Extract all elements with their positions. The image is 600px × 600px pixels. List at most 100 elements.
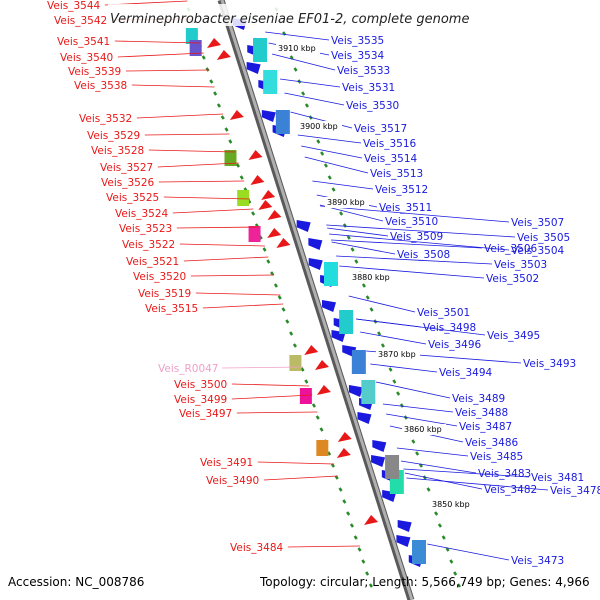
gene-block[interactable] (263, 70, 278, 94)
gene-label[interactable]: Veis_3534 (331, 50, 385, 62)
gene-arrow[interactable] (267, 210, 282, 220)
gene-block[interactable] (189, 40, 202, 56)
gene-label[interactable]: Veis_3517 (354, 123, 407, 135)
gene-label[interactable]: Veis_3503 (494, 259, 547, 271)
gene-block[interactable] (248, 226, 261, 242)
gene-label[interactable]: Veis_3488 (455, 407, 508, 419)
gene-label[interactable]: Veis_3525 (106, 192, 159, 204)
gene-label[interactable]: Veis_3494 (439, 367, 493, 379)
gene-block[interactable] (351, 350, 366, 374)
gene-arrow[interactable] (229, 110, 244, 120)
gene-label[interactable]: Veis_3519 (138, 288, 191, 300)
gene-label[interactable]: Veis_3521 (126, 256, 179, 268)
gene-label[interactable]: Veis_3484 (230, 542, 284, 554)
gene-label[interactable]: Veis_3541 (57, 36, 110, 48)
gene-block[interactable] (299, 388, 312, 404)
gene-label[interactable]: Veis_3511 (379, 202, 432, 214)
gene-label[interactable]: Veis_3527 (100, 162, 153, 174)
gene-arrow[interactable] (304, 345, 319, 355)
gene-label[interactable]: Veis_3512 (375, 184, 428, 196)
gene-label[interactable]: Veis_3473 (511, 555, 564, 567)
gene-label[interactable]: Veis_3515 (145, 303, 198, 315)
gene-label[interactable]: Veis_3497 (179, 408, 232, 420)
gene-label[interactable]: Veis_3529 (87, 130, 140, 142)
gene-label[interactable]: Veis_3531 (342, 82, 395, 94)
gene-arrow[interactable] (322, 300, 336, 312)
gene-label[interactable]: Veis_3538 (74, 80, 127, 92)
gene-arrow[interactable] (364, 515, 379, 525)
gene-label[interactable]: Veis_3502 (486, 273, 539, 285)
gene-block[interactable] (237, 190, 250, 206)
gene-label[interactable]: Veis_3504 (511, 245, 565, 257)
gene-arrow[interactable] (267, 228, 282, 238)
gene-arrow[interactable] (258, 200, 273, 210)
gene-label[interactable]: Veis_3533 (337, 65, 390, 77)
gene-label[interactable]: Veis_3482 (484, 484, 537, 496)
gene-label[interactable]: Veis_3498 (423, 322, 476, 334)
gene-block[interactable] (253, 38, 268, 62)
gene-arrow[interactable] (261, 190, 276, 200)
gene-label[interactable]: Veis_3506 (484, 243, 538, 255)
gene-label[interactable]: Veis_3489 (452, 393, 505, 405)
gene-arrow[interactable] (308, 238, 323, 250)
gene-label[interactable]: Veis_3542 (54, 15, 107, 27)
gene-label[interactable]: Veis_3491 (200, 457, 253, 469)
gene-label[interactable]: Veis_3508 (397, 249, 450, 261)
gene-block[interactable] (412, 540, 426, 564)
gene-label[interactable]: Veis_3514 (364, 153, 418, 165)
gene-label[interactable]: Veis_3532 (79, 113, 132, 125)
gene-arrow[interactable] (372, 440, 387, 452)
gene-arrow[interactable] (248, 150, 263, 160)
gene-block[interactable] (275, 110, 290, 134)
gene-label[interactable]: Veis_3487 (459, 421, 512, 433)
gene-label[interactable]: Veis_3509 (390, 231, 443, 243)
gene-arrow[interactable] (396, 535, 411, 547)
gene-arrow[interactable] (246, 62, 261, 74)
gene-label[interactable]: Veis_3485 (470, 451, 523, 463)
gene-label[interactable]: Veis_3539 (68, 66, 121, 78)
gene-block[interactable] (323, 262, 338, 286)
gene-block[interactable] (361, 380, 376, 404)
gene-label[interactable]: Veis_3483 (478, 468, 531, 480)
gene-label[interactable]: Veis_3490 (206, 475, 259, 487)
gene-arrow[interactable] (261, 110, 276, 122)
gene-label[interactable]: Veis_3510 (385, 216, 438, 228)
gene-label[interactable]: Veis_3493 (523, 358, 576, 370)
gene-arrow[interactable] (308, 258, 323, 270)
gene-arrow[interactable] (371, 455, 386, 467)
gene-label[interactable]: Veis_3500 (174, 379, 227, 391)
gene-label[interactable]: Veis_3507 (511, 217, 564, 229)
gene-label[interactable]: Veis_3530 (346, 100, 399, 112)
gene-label[interactable]: Veis_3540 (60, 52, 113, 64)
gene-block[interactable] (224, 150, 237, 166)
gene-block[interactable] (339, 310, 354, 334)
gene-label[interactable]: Veis_3544 (47, 0, 101, 12)
gene-label[interactable]: Veis_3486 (465, 437, 519, 449)
gene-block[interactable] (385, 455, 400, 479)
gene-arrow[interactable] (316, 385, 331, 395)
gene-block[interactable] (289, 355, 302, 371)
gene-label[interactable]: Veis_3524 (115, 208, 169, 220)
gene-label[interactable]: Veis_3481 (531, 472, 584, 484)
gene-label[interactable]: Veis_3522 (122, 239, 175, 251)
gene-label[interactable]: Veis_3535 (331, 35, 384, 47)
gene-arrow[interactable] (337, 432, 352, 442)
gene-label[interactable]: Veis_3523 (119, 223, 172, 235)
gene-arrow[interactable] (207, 38, 222, 48)
gene-label[interactable]: Veis_3513 (370, 168, 423, 180)
gene-label[interactable]: Veis_3499 (174, 394, 227, 406)
gene-label[interactable]: Veis_3478 (550, 485, 600, 497)
gene-arrow[interactable] (397, 520, 412, 532)
gene-arrow[interactable] (315, 360, 329, 370)
gene-label[interactable]: Veis_3501 (417, 307, 470, 319)
gene-label[interactable]: Veis_3505 (517, 232, 570, 244)
gene-label[interactable]: Veis_3496 (428, 339, 482, 351)
gene-arrow[interactable] (250, 175, 265, 185)
gene-label[interactable]: Veis_3528 (91, 145, 144, 157)
gene-label[interactable]: Veis_3520 (133, 271, 186, 283)
gene-arrow[interactable] (336, 448, 351, 458)
gene-label[interactable]: Veis_R0047 (158, 363, 218, 375)
gene-label[interactable]: Veis_3526 (101, 177, 155, 189)
gene-arrow[interactable] (276, 238, 291, 248)
gene-arrow[interactable] (357, 412, 372, 424)
